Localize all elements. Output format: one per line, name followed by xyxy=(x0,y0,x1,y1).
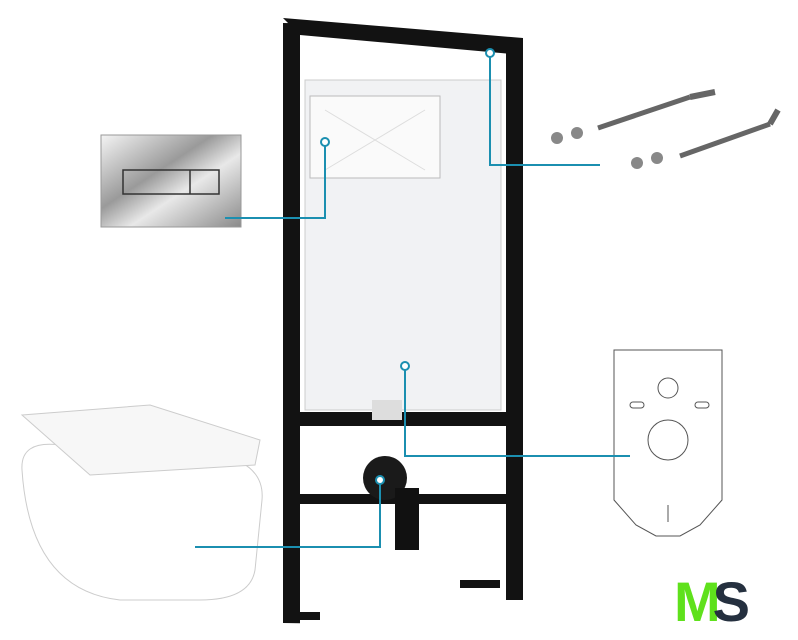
flush-plate xyxy=(100,134,242,228)
toilet-bowl xyxy=(20,404,263,601)
logo-letter-s: S xyxy=(712,570,750,633)
callout-lines xyxy=(195,48,630,548)
sound-insulation-pad xyxy=(613,349,723,537)
cistern xyxy=(304,79,502,420)
drain-pipe xyxy=(363,456,419,550)
brand-logo: MS xyxy=(674,574,750,630)
mounting-bolts xyxy=(597,89,781,159)
logo-letter-m: M xyxy=(674,570,721,633)
